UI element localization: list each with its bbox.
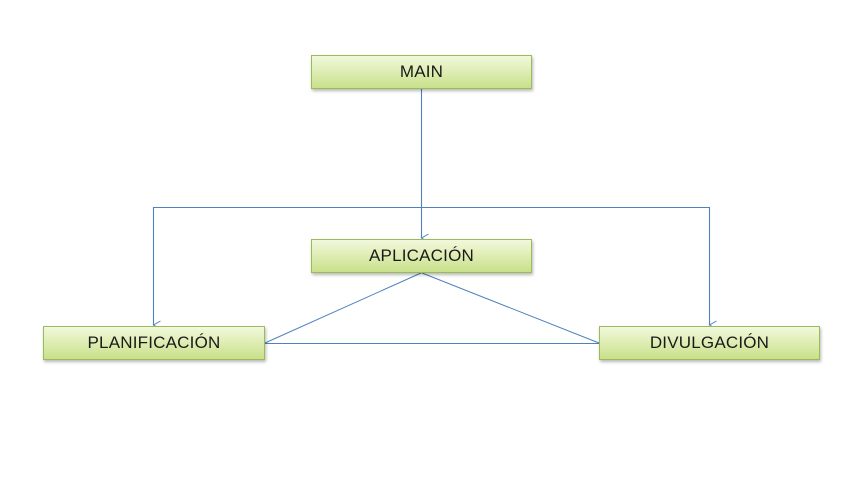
node-aplicacion: APLICACIÓN [311, 239, 532, 273]
node-planificacion-label: PLANIFICACIÓN [87, 333, 221, 352]
node-aplicacion-label: APLICACIÓN [369, 246, 474, 265]
connector-aplicacion-planificacion [264, 272, 422, 344]
connector-aplicacion-divulgacion [421, 272, 600, 344]
node-divulgacion: DIVULGACIÓN [599, 326, 820, 360]
node-main: MAIN [311, 55, 532, 89]
node-main-label: MAIN [399, 62, 444, 81]
node-divulgacion-label: DIVULGACIÓN [649, 333, 770, 352]
node-planificacion: PLANIFICACIÓN [43, 326, 265, 360]
